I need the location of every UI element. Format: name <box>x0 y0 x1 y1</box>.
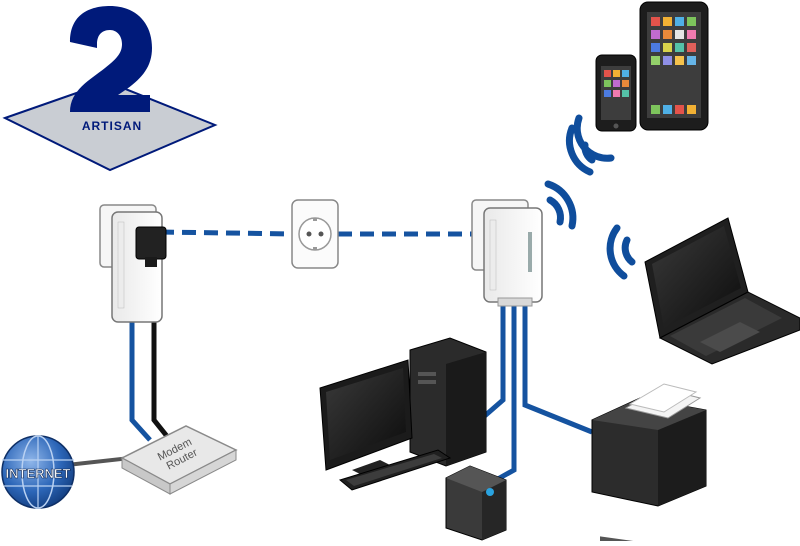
ethernet-cable-desktop <box>478 300 506 422</box>
nas-drive <box>445 465 507 541</box>
tablet-app-grid <box>651 17 696 114</box>
smartphone <box>595 54 637 132</box>
ethernet-cable-nas <box>494 300 517 483</box>
modem-router: Modem Router <box>120 425 238 495</box>
powerline-wifi-adapter <box>471 199 543 307</box>
internet-label: INTERNET <box>6 466 71 481</box>
tablet <box>639 1 709 131</box>
artisan-emblem-icon <box>70 6 152 112</box>
wifi-signal <box>544 114 636 280</box>
artisan-logo: ARTISAN <box>2 6 218 172</box>
desktop-computer <box>319 337 487 491</box>
powerline-adapter-left <box>99 204 167 323</box>
nas-status-light-icon <box>486 488 494 496</box>
printer <box>591 383 707 546</box>
artisan-label: ARTISAN <box>82 119 142 133</box>
powerline-dashed-link <box>159 229 296 237</box>
internet-globe: INTERNET <box>1 435 75 509</box>
ethernet-cable-adapter-router <box>129 318 152 442</box>
laptop <box>644 217 800 365</box>
power-outlet <box>291 199 339 269</box>
ethernet-cable-printer <box>522 300 593 435</box>
